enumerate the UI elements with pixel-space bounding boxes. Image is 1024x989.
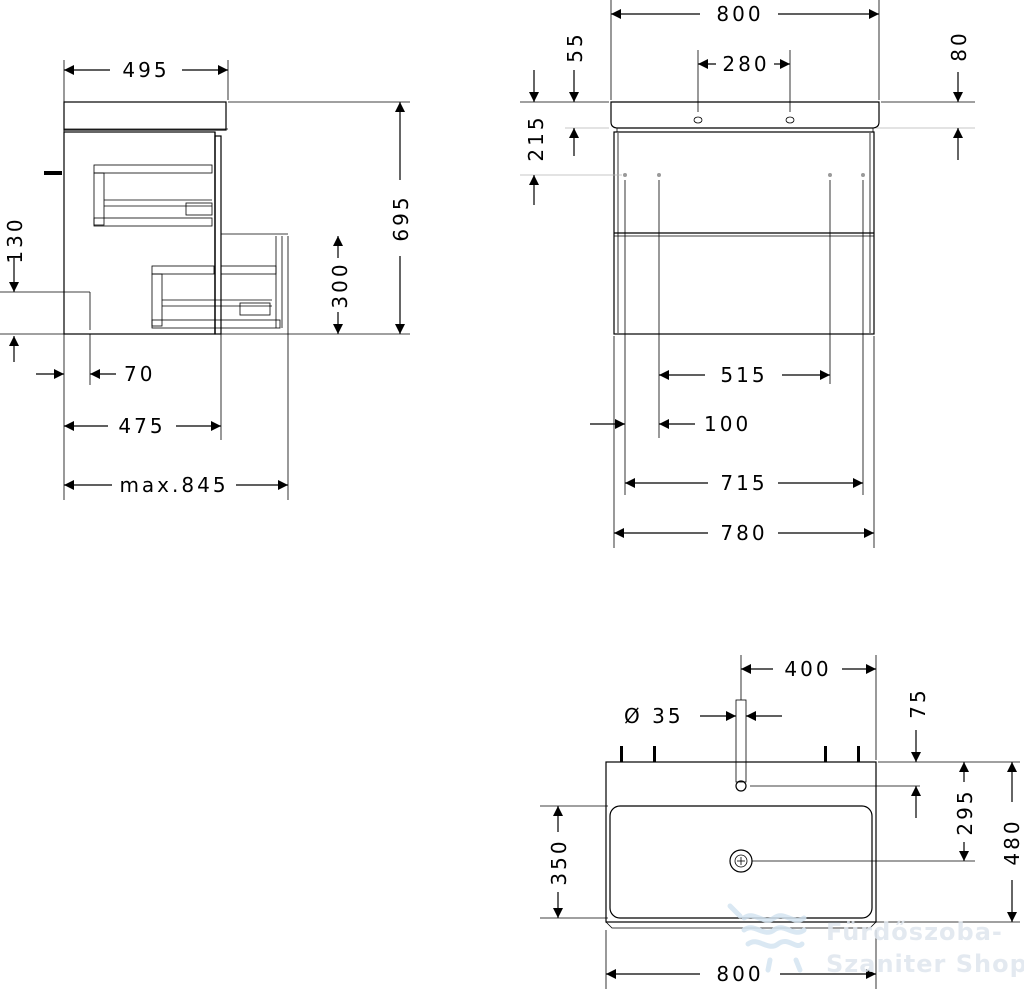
tap-hole-left: [693, 116, 703, 124]
front-basin: [610, 101, 880, 129]
upper-drawer: [93, 164, 213, 227]
dim-front-800: 800: [716, 2, 763, 26]
dim-475: 475: [118, 414, 165, 438]
dim-695: 695: [389, 194, 413, 241]
dim-215: 215: [524, 114, 548, 161]
wall-bolts: [620, 746, 860, 762]
dim-400: 400: [784, 657, 831, 681]
side-cabinet-body: [63, 131, 216, 335]
watermark: Fürdőszoba- Szaniter Shop: [727, 903, 1024, 978]
tap-hole-top: [735, 780, 747, 792]
watermark-line2: Szaniter Shop: [826, 950, 1024, 978]
mount-points: [623, 173, 865, 177]
dim-diameter-35: Ø 35: [624, 704, 684, 728]
dim-515: 515: [720, 363, 767, 387]
dim-780: 780: [720, 521, 767, 545]
side-handle: [44, 171, 62, 175]
dim-top-800: 800: [716, 962, 763, 986]
dim-75: 75: [906, 687, 930, 718]
front-view: 800 280 55 215 80 515 100 715 780: [520, 0, 975, 548]
dim-80: 80: [947, 30, 971, 61]
dim-70: 70: [124, 362, 155, 386]
dim-300: 300: [328, 261, 352, 308]
side-view: 495 695 130 300 70 475 max.845: [0, 58, 413, 500]
dim-100: 100: [704, 412, 751, 436]
side-front-panel: [214, 135, 222, 335]
lower-drawer: [151, 236, 283, 329]
dim-480: 480: [1000, 818, 1024, 865]
top-view: 400 Ø 35 75 295 480 350 800: [540, 655, 1024, 989]
dim-max845: max.845: [119, 473, 228, 497]
tap-hole-right: [785, 116, 795, 124]
top-basin-outline: [605, 761, 877, 923]
dim-350: 350: [547, 838, 571, 885]
drain-inner: [734, 854, 748, 868]
dim-495: 495: [122, 58, 169, 82]
dim-295: 295: [953, 788, 977, 835]
dim-55: 55: [563, 31, 587, 62]
dim-280: 280: [722, 52, 769, 76]
dim-715: 715: [720, 471, 767, 495]
watermark-line1: Fürdőszoba-: [826, 918, 1003, 946]
side-countertop: [63, 101, 227, 131]
bathtub-logo-icon: [727, 903, 807, 973]
dim-130: 130: [3, 216, 27, 263]
tap-stem: [735, 699, 747, 783]
